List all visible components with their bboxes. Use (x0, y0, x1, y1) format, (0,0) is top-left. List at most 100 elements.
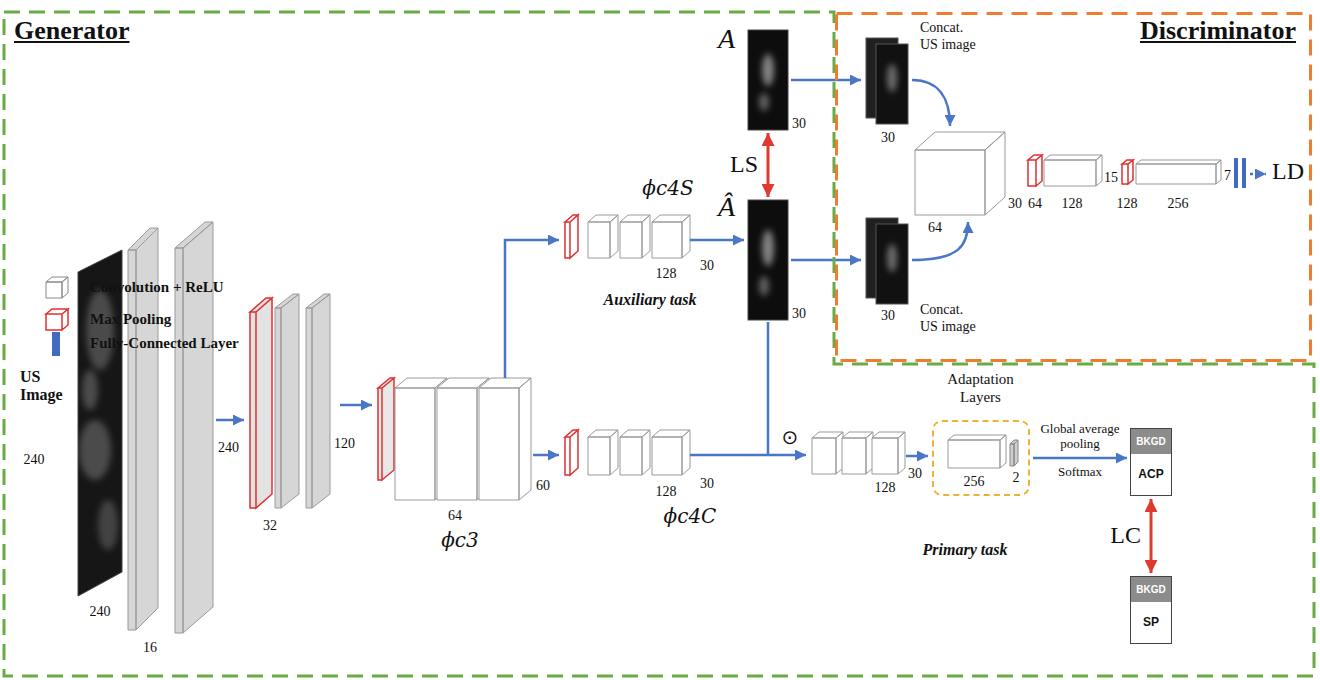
flow-arrow (791, 79, 861, 82)
dimension-label: 128 (1062, 196, 1083, 212)
label-vector: BKGDSP (1130, 576, 1172, 644)
edge-label: Global average pooling (1032, 421, 1128, 452)
dimension-label: 240 (218, 440, 239, 456)
pool-layer (378, 378, 394, 480)
flow-arrow (533, 454, 559, 457)
saliency-map: A (748, 30, 788, 130)
dimension-label: 7 (1224, 168, 1231, 184)
label-holder: 30 (881, 308, 895, 324)
ultrasound-image (78, 250, 122, 596)
input-image: US Image (76, 248, 124, 598)
dimension-label: 30 (881, 308, 895, 324)
conv-layer (588, 215, 690, 475)
saliency-map (759, 276, 769, 296)
flow-arrow (340, 404, 372, 407)
label-holder: Auxiliary task (604, 290, 697, 309)
label-holder: Primary task (923, 540, 1008, 559)
feature-name: ϕc4C (664, 504, 717, 528)
saliency-map (759, 230, 774, 296)
region-border (4, 12, 1314, 676)
dimension-label: 128 (1117, 196, 1138, 212)
ultrasound-image (79, 290, 118, 550)
region-title: Generator (14, 16, 130, 46)
map-name: A (718, 24, 735, 55)
dimension-label: 256 (964, 474, 985, 490)
dimension-label: 16 (143, 640, 157, 656)
pool-layer (565, 430, 578, 475)
map-name: Â (718, 192, 735, 223)
dimension-label: 120 (334, 436, 355, 452)
legend-icon (46, 309, 68, 330)
dimension-label: 30 (1008, 196, 1022, 212)
region-border (837, 14, 1311, 361)
saliency-map (762, 54, 774, 86)
saliency-map (759, 93, 769, 111)
flow-arrow (690, 454, 806, 457)
class-cell: BKGD (1131, 577, 1171, 602)
class-cell: BKGD (1131, 429, 1171, 454)
flow-arrow (767, 322, 770, 455)
conv-layer (620, 215, 650, 258)
group-title: Adaptation Layers (935, 370, 1027, 406)
pool-layer (250, 298, 272, 508)
conv-layer (915, 132, 1221, 215)
concat-image-stack (876, 224, 908, 304)
input-name: Concat. US image (920, 20, 982, 54)
conv-layer (1136, 160, 1221, 184)
flow-arrow (906, 455, 928, 458)
prediction-vector: BKGDACP (1130, 428, 1172, 496)
flow-arrow (1250, 173, 1266, 176)
legend-text: Max Pooling (90, 310, 171, 328)
concat-image-stack (887, 244, 897, 272)
label-holder: 128 (656, 266, 677, 282)
label-holder: 128 (656, 484, 677, 500)
concat-image: Concat. US image (864, 215, 910, 305)
ultrasound-image (86, 290, 114, 370)
flow-arrow (791, 259, 861, 262)
conv-layer (275, 294, 330, 508)
concat-image-stack (876, 44, 908, 124)
legend-icon (46, 309, 68, 330)
flow-arrow (1033, 457, 1127, 460)
flow-arrow (216, 419, 244, 422)
pool-layer (1122, 160, 1133, 184)
saliency-map (748, 30, 788, 130)
label-holder: 120 (334, 436, 355, 452)
label-holder: 30 (1008, 196, 1022, 212)
label-holder: 240 (90, 604, 111, 620)
ultrasound-image (82, 370, 98, 410)
legend-icon (46, 277, 68, 298)
label-holder: ⊙ (782, 426, 799, 448)
conv-layer (588, 215, 618, 258)
saliency-map (748, 200, 788, 320)
ultrasound-image (78, 250, 122, 596)
region-title: Discriminator (1140, 16, 1296, 46)
pool-layer (565, 215, 578, 475)
input-name: Concat. US image (920, 302, 982, 336)
conv-layer (306, 294, 330, 508)
legend-entry: Convolution + ReLU (90, 278, 224, 296)
label-holder: ϕc4S (642, 176, 693, 200)
label-holder: 60 (536, 478, 550, 494)
label-holder: 30 (881, 130, 895, 146)
flow-arrow (912, 80, 950, 126)
label-holder: 240 (24, 452, 45, 468)
dimension-label: 30 (792, 116, 806, 132)
label-holder: 30 (792, 306, 806, 322)
dimension-label: 240 (90, 604, 111, 620)
dimension-label: 64 (448, 508, 462, 524)
task-label: Primary task (923, 540, 1008, 559)
operation-label: Softmax (1058, 464, 1102, 480)
conv-layer (842, 432, 873, 474)
label-holder: 256 (1168, 196, 1189, 212)
dimension-label: 30 (700, 258, 714, 274)
pool-layer (378, 378, 394, 480)
saliency-map (762, 230, 774, 266)
label-holder: 15 (1104, 170, 1118, 186)
label-holder: 64 (1028, 196, 1042, 212)
label-holder: 7 (1224, 168, 1231, 184)
dimension-label: 15 (1104, 170, 1118, 186)
predicted-saliency-map: Â (748, 200, 788, 320)
conv-layer (395, 378, 531, 500)
pool-layer (250, 298, 272, 508)
